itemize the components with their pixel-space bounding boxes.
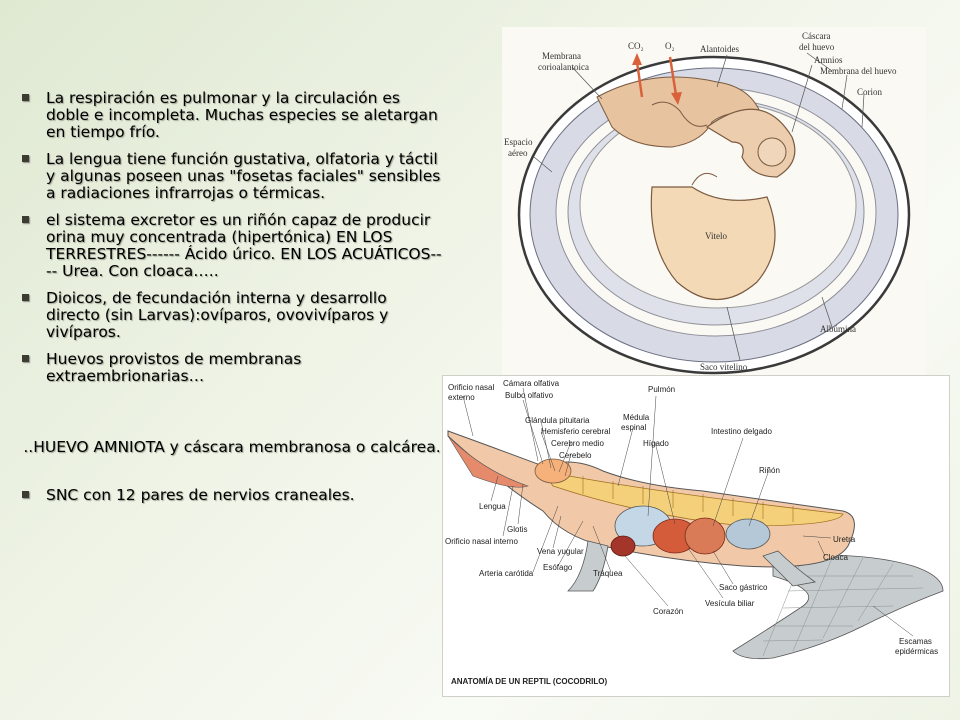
label-escamas-2: epidérmicas xyxy=(895,647,938,656)
yolk-stalk xyxy=(691,172,718,186)
crocodile-anatomy-diagram: Orificio nasal externo Cámara olfativa B… xyxy=(442,375,950,697)
label-escamas-1: Escamas xyxy=(899,637,932,646)
yolk-sac xyxy=(650,186,776,301)
label-aereo: aéreo xyxy=(508,148,528,158)
croc-svg: Orificio nasal externo Cámara olfativa B… xyxy=(445,379,944,686)
label-co2: CO₂ xyxy=(628,41,644,51)
bullet-marker-icon xyxy=(22,94,29,101)
egg-svg: Membrana corioalantoica CO₂ O₂ Alantoide… xyxy=(504,31,911,375)
label-lengua: Lengua xyxy=(479,502,506,511)
bullet-text: Dioicos, de fecundación interna y desarr… xyxy=(46,289,389,341)
label-traquea: Tráquea xyxy=(593,569,623,578)
label-o2: O₂ xyxy=(665,41,675,51)
bullet-item: Dioicos, de fecundación interna y desarr… xyxy=(22,290,442,341)
label-vitelo: Vitelo xyxy=(705,231,727,241)
label-saco-vitelino: Saco vitelino xyxy=(700,362,748,372)
leader-line xyxy=(791,64,813,133)
bullet-list: La respiración es pulmonar y la circulac… xyxy=(22,90,442,395)
embryo-head xyxy=(757,137,787,167)
label-albumina: Albúmina xyxy=(820,324,856,334)
label-corion: Corion xyxy=(857,87,883,97)
label-esofago: Esófago xyxy=(543,563,573,572)
croc-leader-lines xyxy=(462,387,914,637)
bullet-item: SNC con 12 pares de nervios craneales. xyxy=(22,487,442,504)
croc-heart xyxy=(610,535,636,557)
label-bulbo-olfativo: Bulbo olfativo xyxy=(505,391,554,400)
label-glandula-pituitaria: Glándula pituitaria xyxy=(525,416,590,425)
croc-tail xyxy=(732,554,944,660)
bullet-marker-icon xyxy=(22,355,29,362)
label-rinon: Riñón xyxy=(759,466,780,475)
label-vena-yugular: Vena yugular xyxy=(537,547,584,556)
label-pulmon: Pulmón xyxy=(648,385,675,394)
bullet-text: SNC con 12 pares de nervios craneales. xyxy=(46,486,355,504)
label-vesicula-biliar: Vesícula biliar xyxy=(705,599,755,608)
croc-back-leg xyxy=(762,550,816,587)
leader-line xyxy=(716,54,728,88)
bullet-marker-icon xyxy=(22,216,29,223)
tail-scale-pattern xyxy=(762,555,924,657)
label-cerebro-medio: Cerebro medio xyxy=(551,439,604,448)
leader-line xyxy=(571,66,603,100)
leader-line xyxy=(841,74,848,110)
bullet-item: Huevos provistos de membranas extraembri… xyxy=(22,351,442,385)
vertebrae-pattern xyxy=(582,476,794,522)
croc-brain xyxy=(534,458,572,484)
diagram-caption: ANATOMÍA DE UN REPTIL (COCODRILO) xyxy=(451,677,607,686)
label-membrana-huevo: Membrana del huevo xyxy=(820,66,897,76)
bullet-marker-icon xyxy=(22,491,29,498)
leader-line xyxy=(533,156,553,173)
leader-line xyxy=(821,296,833,328)
label-orificio-nasal-interno: Orificio nasal interno xyxy=(445,537,518,546)
leader-line xyxy=(726,306,741,361)
label-medula-2: espinal xyxy=(621,423,647,432)
bullet-text: La respiración es pulmonar y la circulac… xyxy=(46,89,438,141)
label-saco-gastrico: Saco gástrico xyxy=(719,583,768,592)
bullet-marker-icon xyxy=(22,155,29,162)
label-cloaca: Cloaca xyxy=(823,553,848,562)
label-arteria-carotida: Arteria carótida xyxy=(479,569,534,578)
label-orificio-nasal-externo-1: Orificio nasal xyxy=(448,383,494,392)
bullet-marker-icon xyxy=(22,294,29,301)
bullet-item: el sistema excretor es un riñón capaz de… xyxy=(22,212,442,280)
co2-arrowhead-icon xyxy=(632,53,642,65)
label-cerebelo: Cerebelo xyxy=(559,451,592,460)
label-corioalantoica: corioalantoica xyxy=(538,62,589,72)
label-espacio: Espacio xyxy=(504,137,533,147)
o2-arrow-icon xyxy=(668,56,678,96)
bullet-item: La lengua tiene función gustativa, olfat… xyxy=(22,151,442,202)
croc-jaw xyxy=(447,435,529,488)
label-intestino-delgado: Intestino delgado xyxy=(711,427,772,436)
croc-kidney xyxy=(725,518,771,550)
label-corazon: Corazón xyxy=(653,607,683,616)
o2-arrowhead-icon xyxy=(671,92,682,105)
label-amnios: Amnios xyxy=(814,55,843,65)
label-orificio-nasal-externo-2: externo xyxy=(448,393,475,402)
allantois-fold xyxy=(651,101,708,127)
co2-arrow-icon xyxy=(635,61,644,98)
bullet-item: La respiración es pulmonar y la circulac… xyxy=(22,90,442,141)
bullet-text: Huevos provistos de membranas extraembri… xyxy=(46,350,302,385)
label-uretra: Uretra xyxy=(833,535,856,544)
bullet-text: La lengua tiene función gustativa, olfat… xyxy=(46,150,441,202)
amniote-egg-line: ..HUEVO AMNIOTA y cáscara membranosa o c… xyxy=(23,438,441,456)
label-membrana: Membrana xyxy=(542,51,581,61)
last-bullet-list: SNC con 12 pares de nervios craneales. xyxy=(22,487,442,514)
label-glotis: Glotis xyxy=(507,525,527,534)
label-cascara-1: Cáscara xyxy=(802,31,830,41)
amniotic-egg-diagram: Membrana corioalantoica CO₂ O₂ Alantoide… xyxy=(502,27,926,377)
leader-line xyxy=(861,93,865,128)
label-hemisferio-cerebral: Hemisferio cerebral xyxy=(541,427,611,436)
leader-line xyxy=(806,52,833,72)
label-alantoides: Alantoides xyxy=(700,44,739,54)
label-cascara-2: del huevo xyxy=(799,42,835,52)
label-camara-olfativa: Cámara olfativa xyxy=(503,379,560,388)
bullet-text: el sistema excretor es un riñón capaz de… xyxy=(46,211,442,280)
label-higado: Hígado xyxy=(643,439,669,448)
croc-intestine xyxy=(684,517,726,555)
label-medula-1: Médula xyxy=(623,413,650,422)
